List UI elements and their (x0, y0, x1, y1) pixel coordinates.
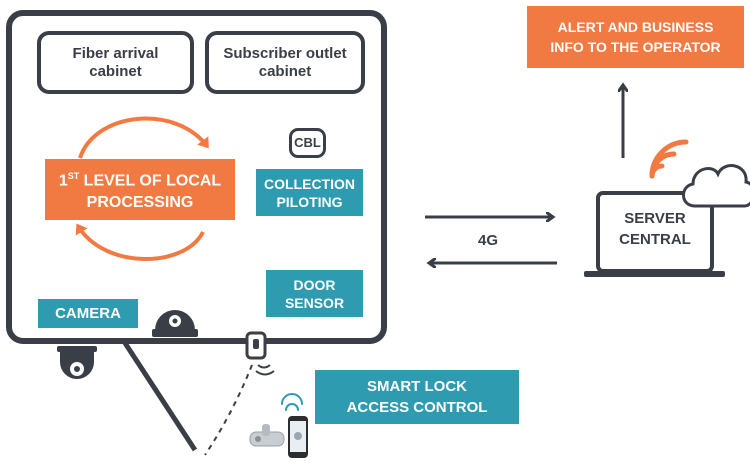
alert-line2: INFO TO THE OPERATOR (550, 39, 721, 55)
server-line2: CENTRAL (619, 231, 691, 248)
local-processing-box: 1ST LEVEL OF LOCAL PROCESSING (45, 159, 235, 220)
collection-line2: PILOTING (276, 193, 343, 210)
smart-lock-line2: ACCESS CONTROL (346, 399, 488, 416)
dome-camera-icon (152, 310, 198, 337)
camera-label-box: CAMERA (38, 299, 138, 328)
cbl-badge: CBL (289, 128, 326, 158)
collection-piloting-box: COLLECTION PILOTING (256, 169, 363, 216)
cloud-icon (682, 164, 750, 208)
local-processing-line1: 1ST LEVEL OF LOCAL (58, 171, 222, 190)
door-line (122, 341, 198, 452)
camera-icon (57, 346, 97, 379)
smartphone-icon (288, 416, 308, 458)
camera-label: CAMERA (55, 304, 121, 322)
orange-arc-top (78, 116, 209, 159)
subscriber-outlet-cabinet-label: Subscriber outlet cabinet (223, 44, 347, 80)
subscriber-outlet-cabinet: Subscriber outlet cabinet (205, 31, 365, 94)
alert-line1: ALERT AND BUSINESS (557, 19, 714, 35)
door-sensor-icon (245, 331, 275, 376)
smart-lock-box: SMART LOCK ACCESS CONTROL (315, 370, 519, 424)
link-4g-label: 4G (477, 232, 498, 249)
cbl-badge-label: CBL (294, 135, 321, 150)
orange-arc-bottom (75, 223, 205, 261)
laptop-icon (584, 191, 725, 277)
fiber-arrival-cabinet: Fiber arrival cabinet (37, 31, 194, 94)
door-sensor-line1: DOOR (293, 276, 336, 293)
local-processing-line2: PROCESSING (86, 193, 194, 211)
door-swing-dashed (204, 364, 253, 456)
collection-line1: COLLECTION (264, 175, 355, 192)
cabinet-frame (6, 10, 387, 344)
cylinder-lock-icon (249, 424, 285, 447)
door-sensor-box: DOOR SENSOR (266, 270, 363, 317)
smart-lock-line1: SMART LOCK (367, 378, 467, 395)
wifi-signal-icon (649, 139, 689, 179)
phone-signal-icon (281, 393, 303, 411)
fiber-arrival-cabinet-label: Fiber arrival cabinet (72, 44, 159, 80)
door-sensor-line2: SENSOR (284, 294, 345, 311)
server-central-label: SERVER CENTRAL (602, 208, 708, 250)
server-line1: SERVER (624, 210, 686, 227)
alert-operator-box: ALERT AND BUSINESS INFO TO THE OPERATOR (527, 6, 744, 68)
